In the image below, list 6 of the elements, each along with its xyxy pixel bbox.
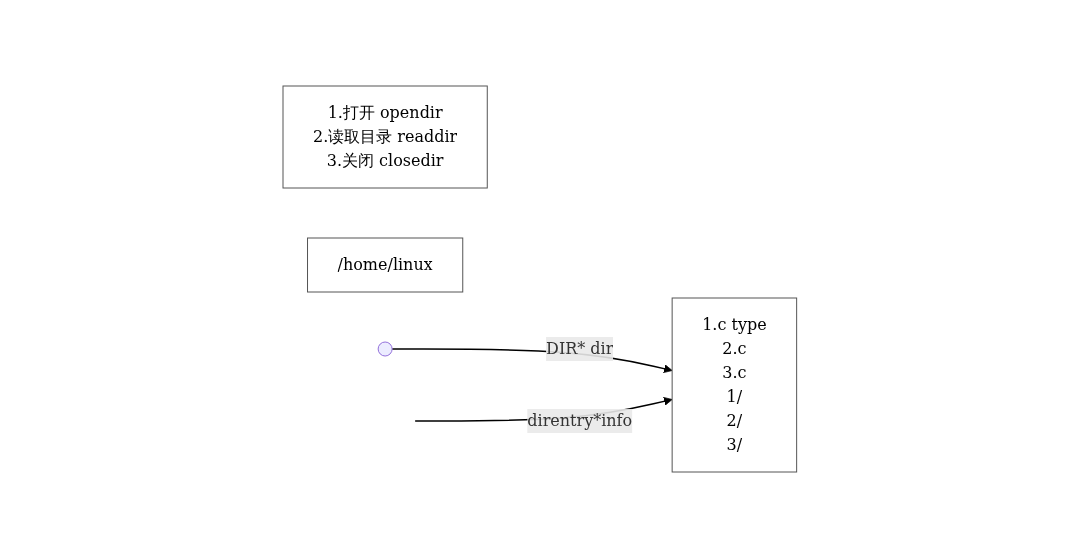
- node-box: 1.打开 opendir 2.读取目录 readdir 3.关闭 closedir: [282, 85, 488, 189]
- node-box: 1.c type 2.c 3.c 1/ 2/ 3/: [671, 297, 798, 473]
- edge-label: DIR* dir: [546, 339, 614, 358]
- node-box: /home/linux: [307, 237, 464, 293]
- node-circle: [377, 341, 393, 357]
- edge-label: direntry*info: [527, 411, 633, 430]
